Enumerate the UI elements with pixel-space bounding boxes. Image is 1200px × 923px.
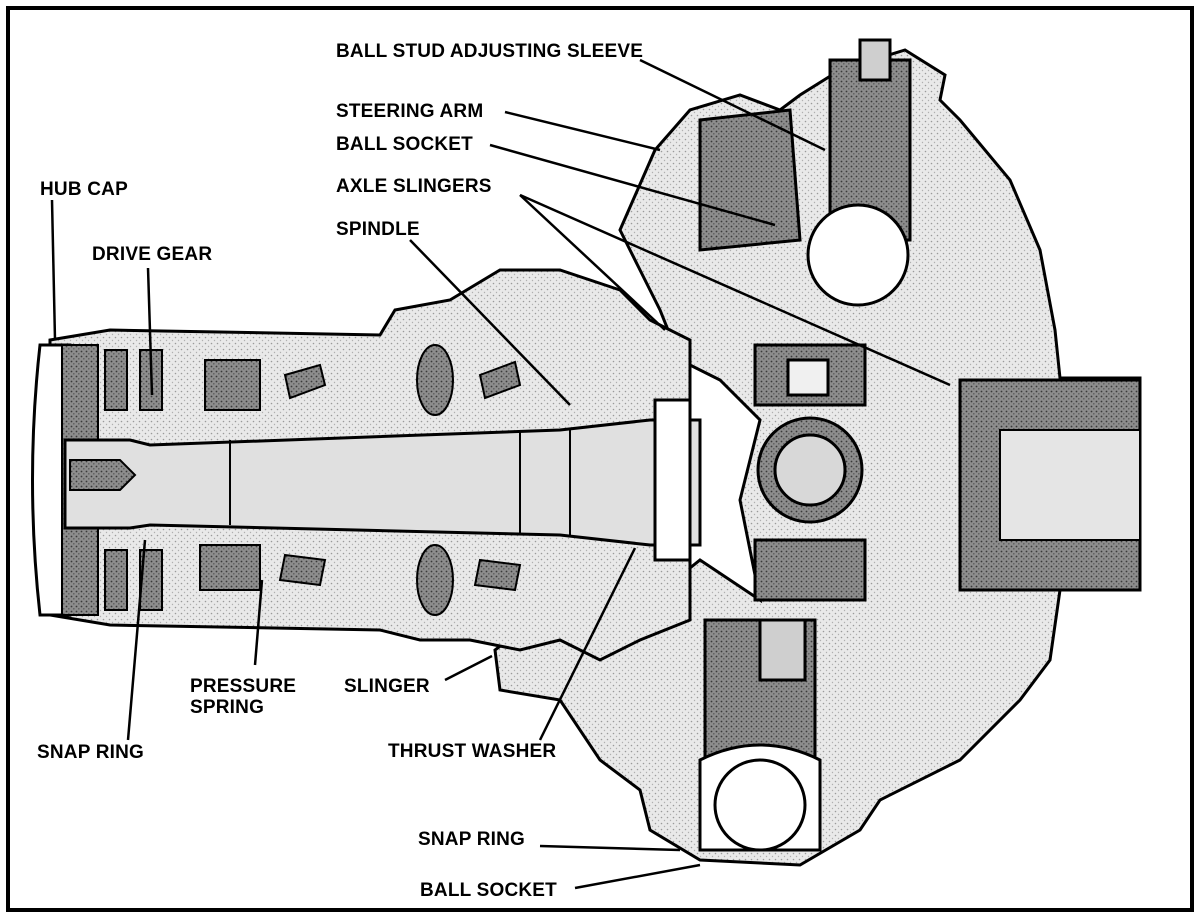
- leader-lines: [50, 58, 951, 890]
- label-pressure: PRESSURE: [190, 676, 297, 697]
- label-drive-gear: DRIVE GEAR: [92, 244, 213, 265]
- label-ball-socket-bottom: BALL SOCKET: [420, 880, 557, 901]
- label-snap-ring-bottom: SNAP RING: [418, 829, 526, 850]
- label-ball-stud-adjusting-sleeve: BALL STUD ADJUSTING SLEEVE: [336, 41, 644, 62]
- thrust-washer-shape: [653, 398, 692, 562]
- label-slinger: SLINGER: [344, 676, 430, 697]
- label-thrust-washer: THRUST WASHER: [388, 741, 557, 762]
- label-hub-cap: HUB CAP: [40, 179, 128, 200]
- lower-bearings: [199, 544, 522, 616]
- label-snap-ring-left: SNAP RING: [37, 742, 145, 763]
- label-axle-slingers: AXLE SLINGERS: [336, 176, 492, 197]
- label-steering-arm: STEERING ARM: [336, 101, 484, 122]
- hub-cap-shape: [31, 343, 72, 617]
- upper-bearings: [204, 344, 522, 416]
- universal-joint: [753, 343, 867, 602]
- label-spring: SPRING: [190, 697, 265, 718]
- shaft-end: [69, 459, 137, 491]
- label-ball-socket-top: BALL SOCKET: [336, 134, 473, 155]
- axle-shaft: [63, 418, 702, 547]
- upper-ball-stud: [698, 38, 912, 307]
- lower-ball-stud: [698, 618, 822, 852]
- label-spindle: SPINDLE: [336, 219, 420, 240]
